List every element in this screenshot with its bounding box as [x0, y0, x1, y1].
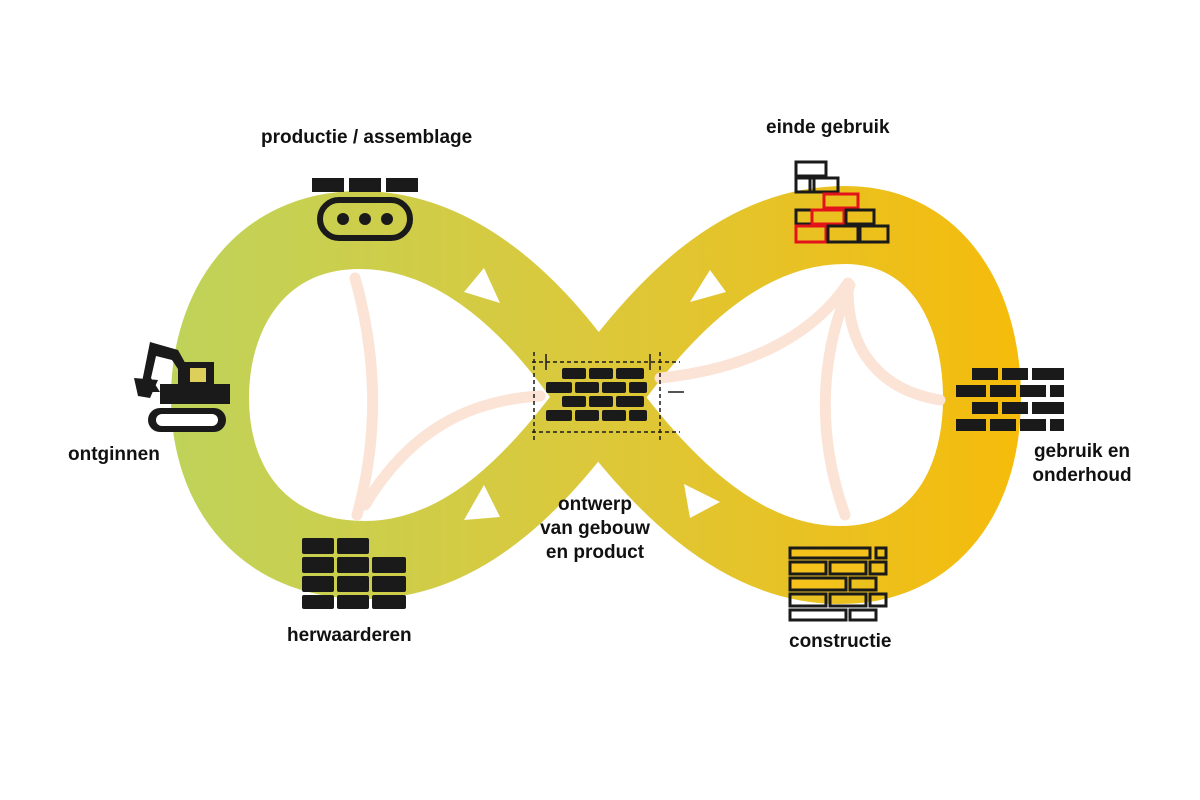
arrow-top-left-icon — [464, 268, 500, 303]
inner-flow-paths — [349, 272, 946, 521]
label-production: productie / assemblage — [261, 127, 473, 148]
arrow-bottom-left-icon — [464, 485, 500, 520]
wall-under-construction-icon — [788, 546, 888, 622]
label-revalorisation: herwaarderen — [287, 625, 412, 646]
loop-right-lobe — [559, 186, 1021, 604]
direction-arrows — [464, 268, 726, 520]
label-design: ontwerp van gebouw en product — [530, 493, 660, 565]
excavator-icon — [134, 342, 230, 432]
label-use-maintenance: gebruik en onderhoud — [1020, 440, 1144, 488]
label-design-line1: ontwerp — [558, 494, 632, 515]
conveyor-bricks-icon — [312, 178, 418, 241]
arrow-bottom-right-icon — [684, 484, 720, 518]
label-design-line2: van gebouw — [540, 518, 650, 539]
flow-path-right-vertical — [819, 279, 856, 521]
flow-path-right-to-use — [842, 284, 946, 406]
wall-blueprint-icon — [532, 352, 684, 440]
label-use-maintenance-line1: gebruik en — [1033, 441, 1131, 462]
deconstructed-wall-icon — [794, 160, 890, 244]
flow-path-left-to-center — [359, 390, 546, 511]
brick-wall-icon — [956, 368, 1064, 431]
arrow-top-right-icon — [690, 270, 726, 302]
label-use-maintenance-line2: onderhoud — [1032, 465, 1132, 486]
label-extraction: ontginnen — [68, 444, 160, 465]
stacked-bricks-icon — [302, 538, 406, 609]
flow-path-left-vertical — [349, 272, 378, 521]
label-construction: constructie — [789, 631, 892, 652]
flow-path-center-to-right — [654, 277, 854, 384]
label-design-line3: en product — [545, 542, 645, 563]
label-end-of-use: einde gebruik — [766, 117, 890, 138]
